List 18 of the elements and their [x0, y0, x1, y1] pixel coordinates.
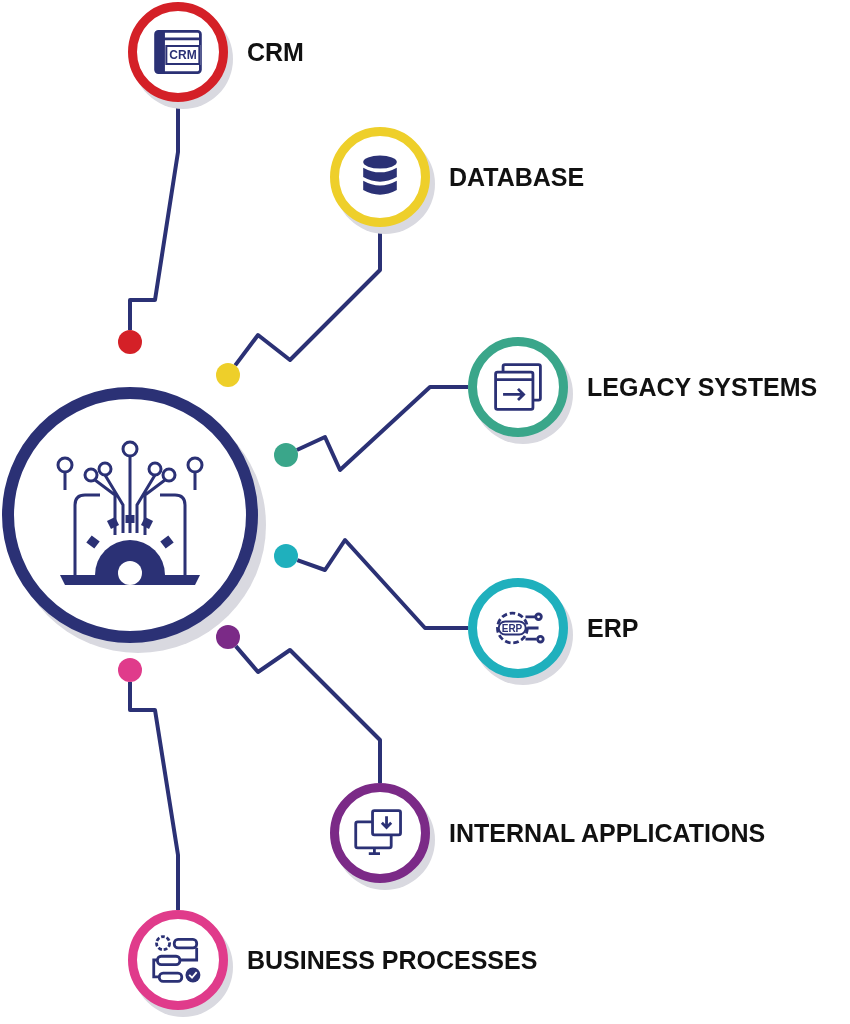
category-label: DATABASE	[449, 162, 585, 192]
category-label: INTERNAL APPLICATIONS	[449, 818, 766, 848]
connector-line	[296, 538, 468, 630]
category-label: BUSINESS PROCESSES	[247, 945, 538, 975]
connector-dot	[274, 443, 298, 467]
icon-text: CRM	[165, 45, 201, 65]
category-label: LEGACY SYSTEMS	[587, 372, 818, 402]
icon-text: ERP	[497, 620, 527, 636]
category-label: CRM	[247, 37, 304, 67]
connector-line	[128, 682, 180, 910]
connector-line	[296, 385, 468, 472]
connector-dot	[274, 544, 298, 568]
connector-dot	[216, 625, 240, 649]
category-label: ERP	[587, 613, 639, 643]
connector-dot	[216, 363, 240, 387]
connector-dot	[118, 658, 142, 682]
connector-dot	[118, 330, 142, 354]
connector-line	[234, 644, 382, 783]
